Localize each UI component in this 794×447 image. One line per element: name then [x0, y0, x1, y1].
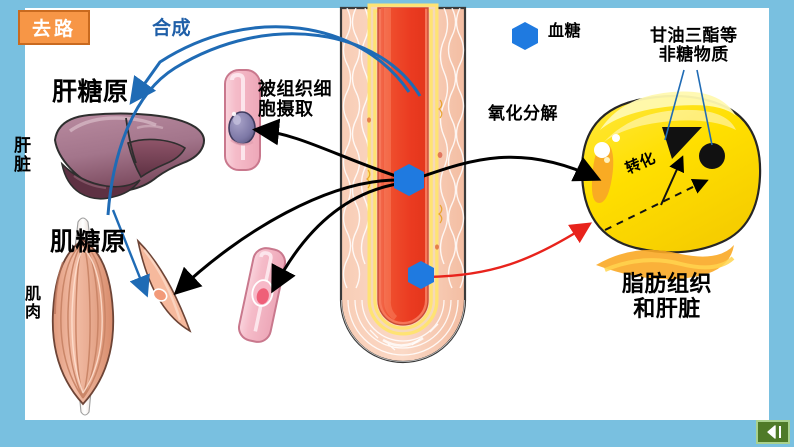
tissue-cell-upper	[224, 69, 261, 171]
tissue-cell-spindle	[136, 238, 192, 333]
non-sugar-circle-marker	[699, 143, 725, 169]
label-synthesis: 合成	[152, 17, 192, 39]
conversion-red-arrow	[427, 222, 593, 279]
label-adipose-and-liver: 脂肪组织 和肝脏	[621, 271, 712, 322]
nonsugar-leader-lines	[664, 69, 713, 146]
triglyceride-triangle-marker	[662, 127, 702, 159]
label-muscle: 肌 肉	[25, 284, 42, 321]
label-triglycerides-non-sugar: 甘油三酯等 非糖物质	[650, 26, 738, 66]
liver-illustration	[53, 112, 205, 200]
chevron-left-icon	[767, 425, 781, 439]
label-taken-by-tissue-cells: 被组织细 胞摄取	[258, 79, 332, 121]
label-muscle-glycogen: 肌糖原	[50, 227, 127, 256]
label-oxidative-decomposition: 氧化分解	[488, 104, 558, 124]
conversion-dashed-line	[604, 184, 698, 231]
label-liver-glycogen: 肝糖原	[52, 77, 129, 106]
lower-glucose-hexagon	[408, 261, 434, 289]
vessel-wall-cells	[367, 117, 443, 250]
synthesis-arrows	[106, 25, 422, 298]
blood-glucose-markers	[394, 22, 538, 289]
uptake-arrows	[173, 118, 602, 296]
page-title-badge: 去路	[18, 10, 90, 45]
adipose-cell	[580, 91, 762, 280]
legend-glucose-hexagon	[512, 22, 538, 50]
muscle-illustration	[51, 217, 115, 416]
previous-slide-button[interactable]	[756, 420, 790, 444]
upper-glucose-hexagon	[394, 164, 424, 196]
legend-blood-glucose-label: 血糖	[548, 21, 582, 40]
label-liver: 肝 脏	[14, 136, 32, 176]
tissue-cell-lower	[237, 247, 287, 343]
